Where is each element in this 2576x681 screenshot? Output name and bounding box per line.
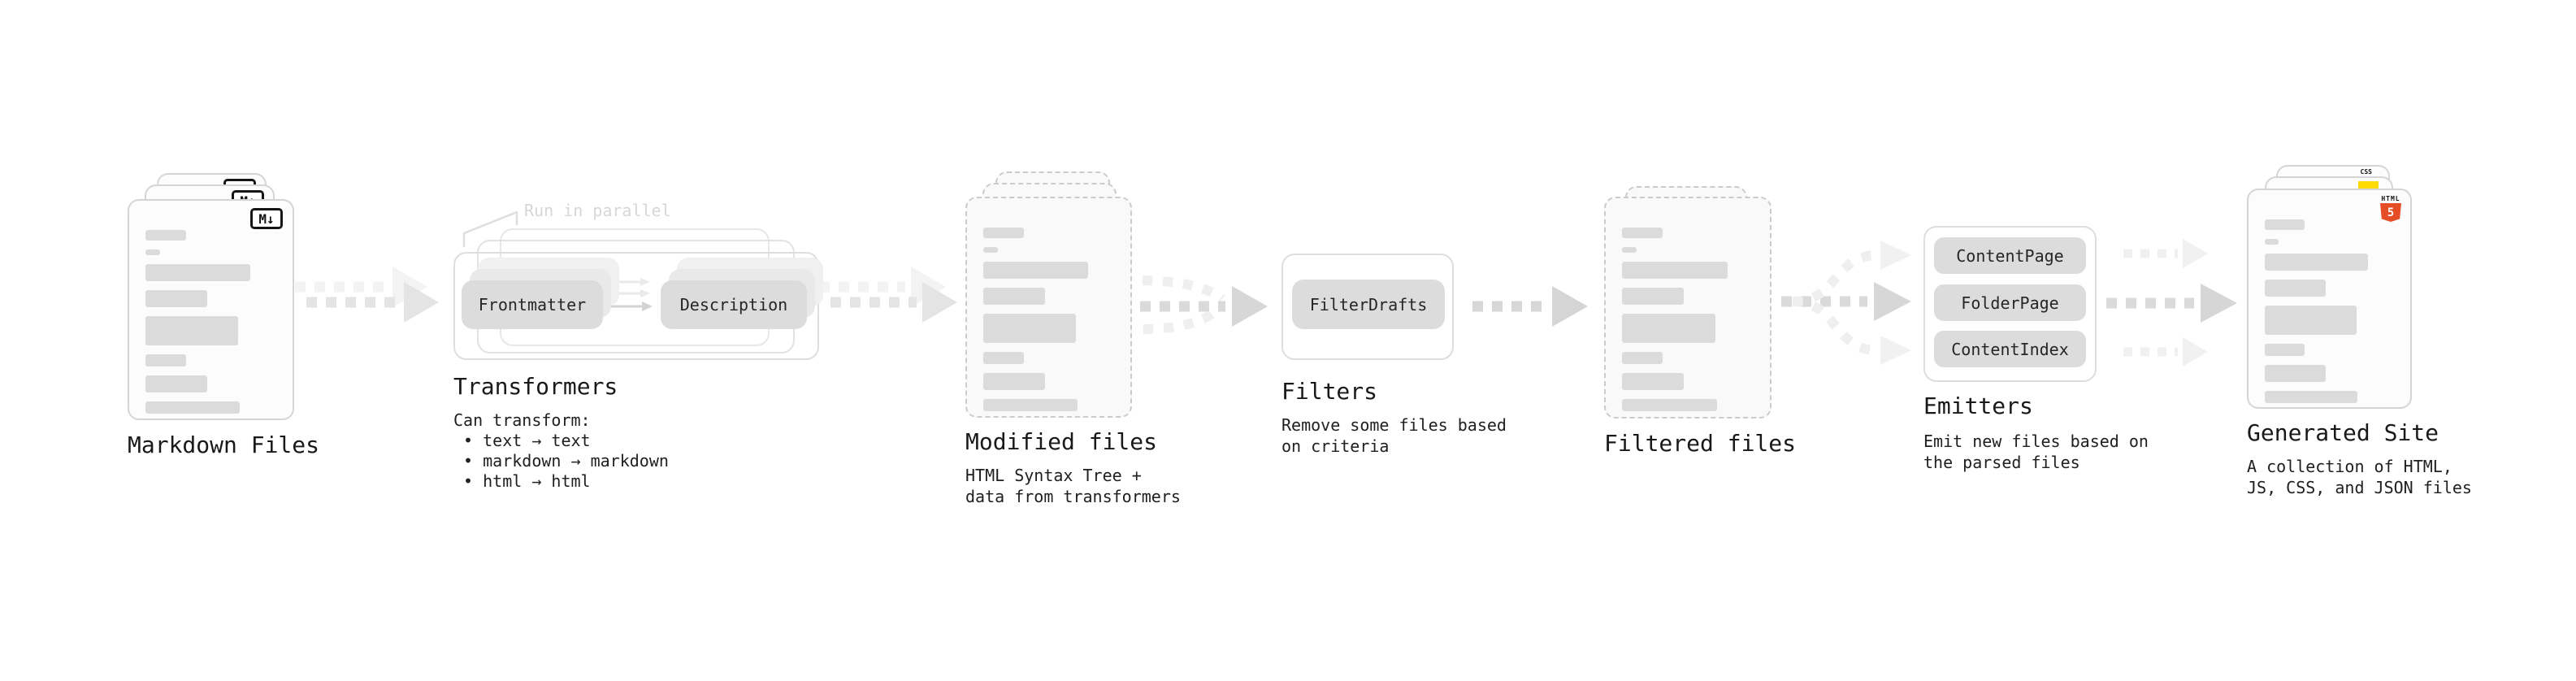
markdown-file-card-front: M↓ — [128, 199, 294, 420]
contentpage-pill: ContentPage — [1934, 237, 2086, 274]
transformers-label: Transformers — [453, 373, 618, 400]
filtered-files-label: Filtered files — [1604, 430, 1797, 457]
generated-site-stack: CSS HTML 5 — [2247, 165, 2450, 417]
filters-description: Remove some files based on criteria — [1281, 415, 1507, 456]
html5-wordmark: HTML — [2381, 195, 2400, 202]
flow-arrow-emitters-to-site — [2106, 239, 2237, 367]
markdown-files-label: Markdown Files — [128, 432, 320, 458]
html5-icon: HTML 5 — [2380, 195, 2401, 222]
document-skeleton-lines — [1606, 198, 1770, 411]
document-skeleton-lines — [2249, 190, 2410, 403]
flow-arrow-markdown-to-transformers — [306, 282, 439, 323]
modified-files-description: HTML Syntax Tree + data from transformer… — [965, 466, 1181, 506]
filters-label: Filters — [1281, 378, 1378, 405]
filtered-file-card-front — [1604, 197, 1772, 419]
transformers-description: Can transform: • text → text • markdown … — [453, 410, 669, 491]
contentindex-pill: ContentIndex — [1934, 331, 2086, 367]
modified-files-stack — [965, 171, 1169, 423]
markdown-files-stack: M↓ M↓ M↓ — [128, 173, 331, 425]
html5-shield: 5 — [2380, 203, 2401, 222]
frontmatter-pill: Frontmatter — [462, 280, 603, 329]
transformers-frame-front — [453, 252, 819, 360]
filtered-files-stack — [1604, 186, 1807, 430]
emitters-description: Emit new files based on the parsed files — [1923, 432, 2149, 472]
document-skeleton-lines — [967, 198, 1130, 411]
js-icon — [2358, 181, 2379, 190]
generated-site-label: Generated Site — [2247, 419, 2439, 446]
flow-arrow-filtered-to-emitters — [1781, 241, 1911, 365]
emitters-label: Emitters — [1923, 393, 2033, 419]
flow-arrow-filters-to-filtered — [1472, 286, 1588, 327]
markdown-icon: M↓ — [250, 208, 283, 229]
flow-arrow-modified-to-filters — [1140, 275, 1268, 334]
filterdrafts-pill: FilterDrafts — [1292, 280, 1445, 329]
html-file-card: HTML 5 — [2247, 189, 2412, 409]
generated-site-description: A collection of HTML, JS, CSS, and JSON … — [2247, 457, 2472, 497]
modified-files-label: Modified files — [965, 428, 1158, 455]
emitters-frame — [1923, 226, 2097, 382]
run-in-parallel-callout-line — [462, 210, 518, 248]
run-in-parallel-annotation: Run in parallel — [524, 201, 671, 220]
description-pill: Description — [661, 280, 807, 329]
folderpage-pill: FolderPage — [1934, 284, 2086, 321]
document-skeleton-lines — [129, 201, 293, 414]
modified-file-card-front — [965, 197, 1132, 418]
filters-frame — [1281, 254, 1454, 360]
flow-arrow-transformers-to-modified — [830, 282, 957, 323]
